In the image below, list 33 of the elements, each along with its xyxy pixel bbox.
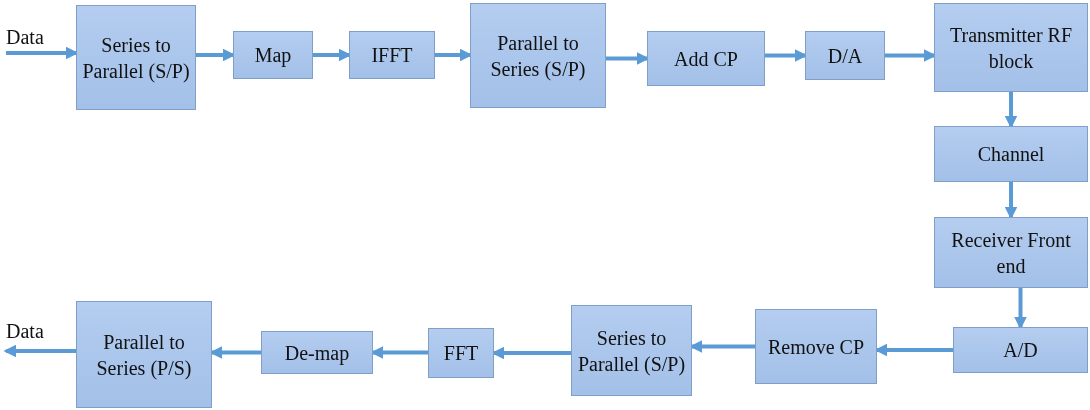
- box-label: Series to Parallel (S/P): [576, 325, 687, 377]
- process-box: [755, 309, 877, 384]
- box-label: Add CP: [674, 46, 738, 72]
- box-label: Parallel to Series (S/P): [489, 30, 587, 82]
- process-box: [261, 331, 373, 374]
- box-label: FFT: [443, 341, 479, 366]
- box-label: Receiver Front end: [950, 227, 1072, 279]
- process-box: [934, 3, 1088, 92]
- box-label: Channel: [977, 142, 1045, 167]
- process-box: [571, 305, 692, 396]
- process-box: [647, 31, 765, 86]
- box-label: Transmitter RF block: [948, 22, 1074, 74]
- arrow: [3, 344, 76, 358]
- box-label: De-map: [284, 340, 350, 366]
- box-label: Series to Parallel (S/P): [81, 32, 191, 84]
- process-box: [76, 301, 212, 408]
- box-label: Remove CP: [767, 334, 865, 360]
- process-box: [953, 327, 1088, 373]
- box-label: Parallel to Series (P/S): [95, 329, 193, 381]
- process-box: [934, 126, 1088, 182]
- box-label: A/D: [1003, 338, 1038, 363]
- box-label: D/A: [827, 43, 863, 69]
- process-box: [805, 31, 885, 80]
- process-box: [349, 31, 435, 79]
- io-label: Data: [6, 318, 64, 354]
- io-label: Data: [6, 24, 62, 56]
- process-box: [233, 31, 313, 79]
- process-box: [428, 328, 494, 378]
- box-label: Map: [254, 43, 292, 68]
- process-box: [934, 217, 1088, 288]
- box-label: IFFT: [371, 43, 413, 68]
- process-box: [470, 3, 606, 108]
- process-box: [76, 5, 196, 110]
